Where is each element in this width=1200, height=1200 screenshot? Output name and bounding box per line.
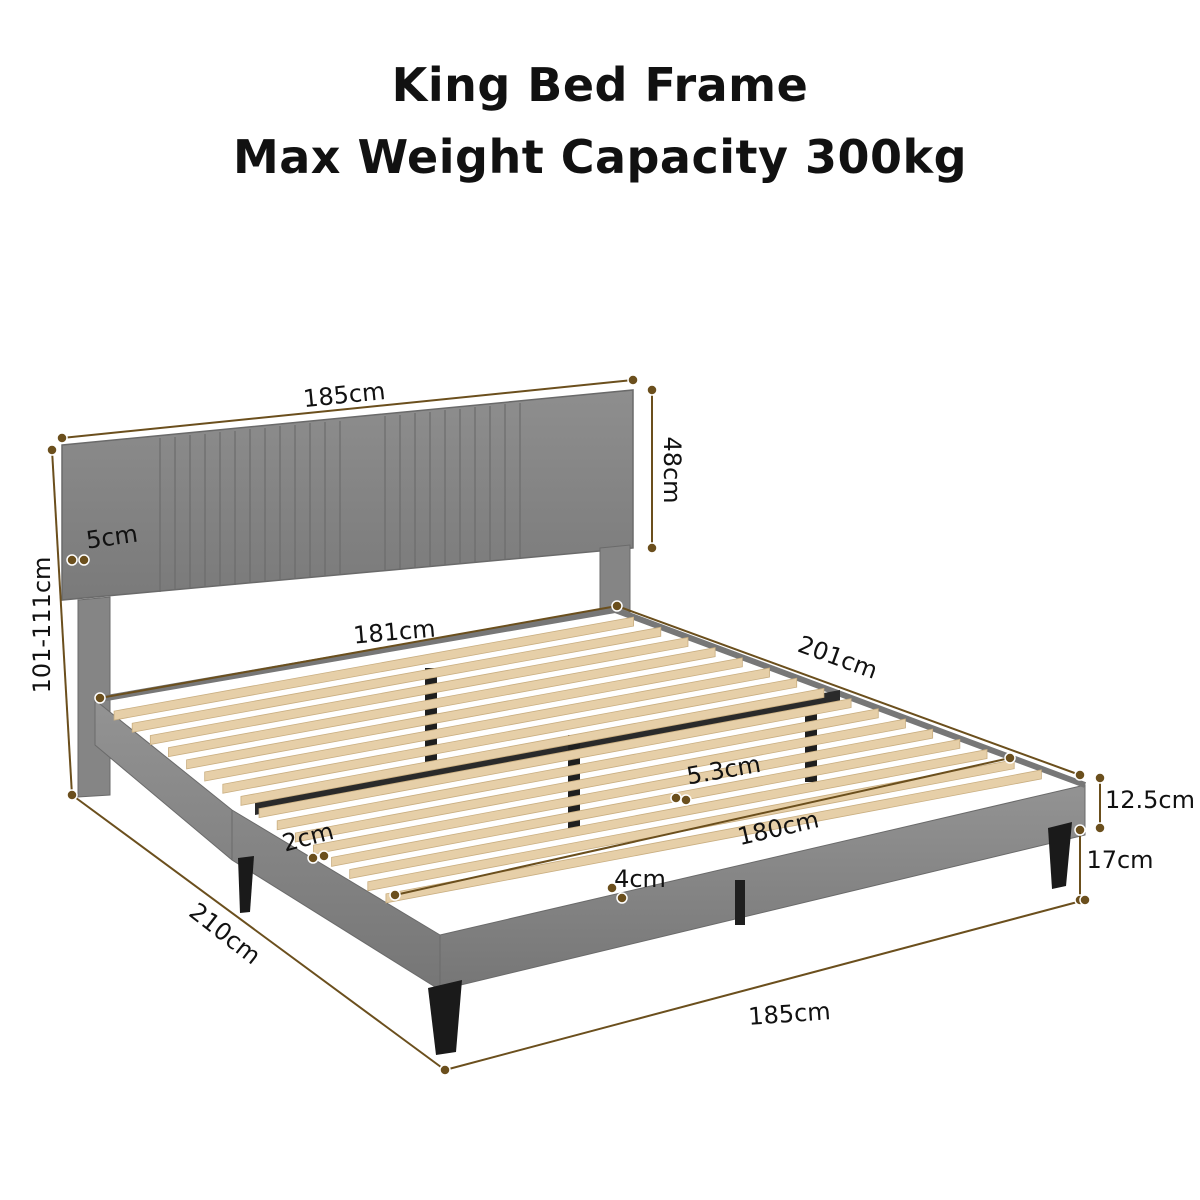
legs bbox=[238, 822, 1072, 1055]
bed-frame bbox=[94, 606, 1087, 991]
slat bbox=[168, 647, 716, 758]
leg-front-right bbox=[1048, 822, 1072, 889]
title-line-1: King Bed Frame bbox=[391, 58, 809, 112]
dim-line-inner-width bbox=[99, 605, 618, 699]
slat bbox=[331, 738, 961, 867]
label-overall-width: 185cm bbox=[747, 997, 831, 1031]
slat bbox=[131, 626, 662, 733]
dim-line-overall-height bbox=[51, 449, 73, 796]
slat bbox=[276, 708, 879, 831]
dimension-endpoints bbox=[46, 374, 1106, 1076]
slat bbox=[186, 657, 743, 770]
slat bbox=[294, 718, 906, 843]
slat bbox=[149, 636, 689, 745]
label-overall-height: 101-111cm bbox=[28, 557, 56, 694]
dimension-lines bbox=[51, 379, 1101, 1071]
slat bbox=[222, 677, 798, 794]
dim-line-slat-length bbox=[394, 757, 1011, 896]
slat bbox=[204, 667, 770, 782]
label-leg-height: 17cm bbox=[1086, 846, 1153, 874]
headboard-channels bbox=[159, 403, 521, 592]
slat bbox=[313, 728, 934, 855]
headboard bbox=[61, 389, 634, 798]
slat bbox=[240, 687, 825, 806]
slat bbox=[385, 769, 1042, 904]
slat bbox=[258, 698, 852, 819]
label-inner-length: 201cm bbox=[794, 630, 881, 684]
label-headboard-width: 185cm bbox=[302, 377, 387, 413]
slat bbox=[113, 616, 634, 721]
label-headboard-height: 48cm bbox=[658, 436, 686, 503]
label-slat-width: 4cm bbox=[614, 865, 666, 893]
dim-line-inner-length bbox=[616, 605, 1081, 776]
dim-line-headboard-width bbox=[61, 379, 634, 439]
dim-line-overall-width bbox=[444, 899, 1086, 1071]
label-side-rail-height: 12.5cm bbox=[1105, 786, 1195, 814]
slat bbox=[349, 749, 988, 880]
leg-front-left bbox=[428, 980, 462, 1055]
dim-line-overall-length bbox=[71, 794, 446, 1071]
title-line-2: Max Weight Capacity 300kg bbox=[232, 130, 968, 184]
leg-left-middle bbox=[238, 856, 254, 913]
